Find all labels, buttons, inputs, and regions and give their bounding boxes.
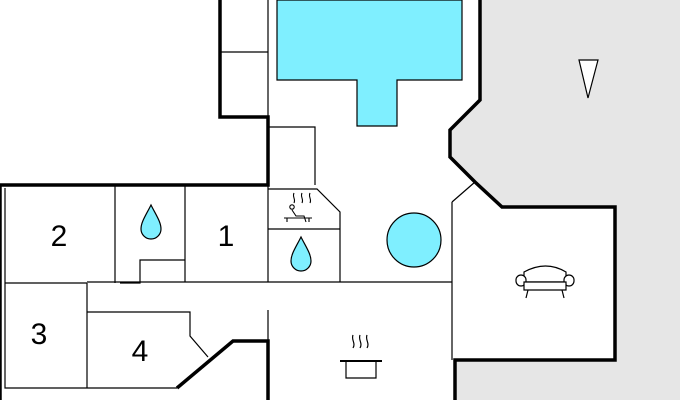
room-label-2: 2 [51, 220, 68, 253]
sofa-icon [515, 265, 575, 299]
interior-walls [4, 0, 476, 400]
room-label-3: 3 [31, 318, 48, 351]
swimming-pool [276, 0, 463, 127]
whirlpool-icon [386, 212, 442, 268]
room-label-4: 4 [132, 335, 149, 368]
sauna-icon [284, 192, 312, 223]
north-arrow-icon [578, 59, 599, 99]
terrace-area [450, 0, 680, 400]
water-drop-icon [290, 235, 312, 272]
cooking-pot-icon [340, 334, 382, 379]
water-drop-icon [140, 203, 162, 240]
room-label-1: 1 [218, 220, 235, 253]
